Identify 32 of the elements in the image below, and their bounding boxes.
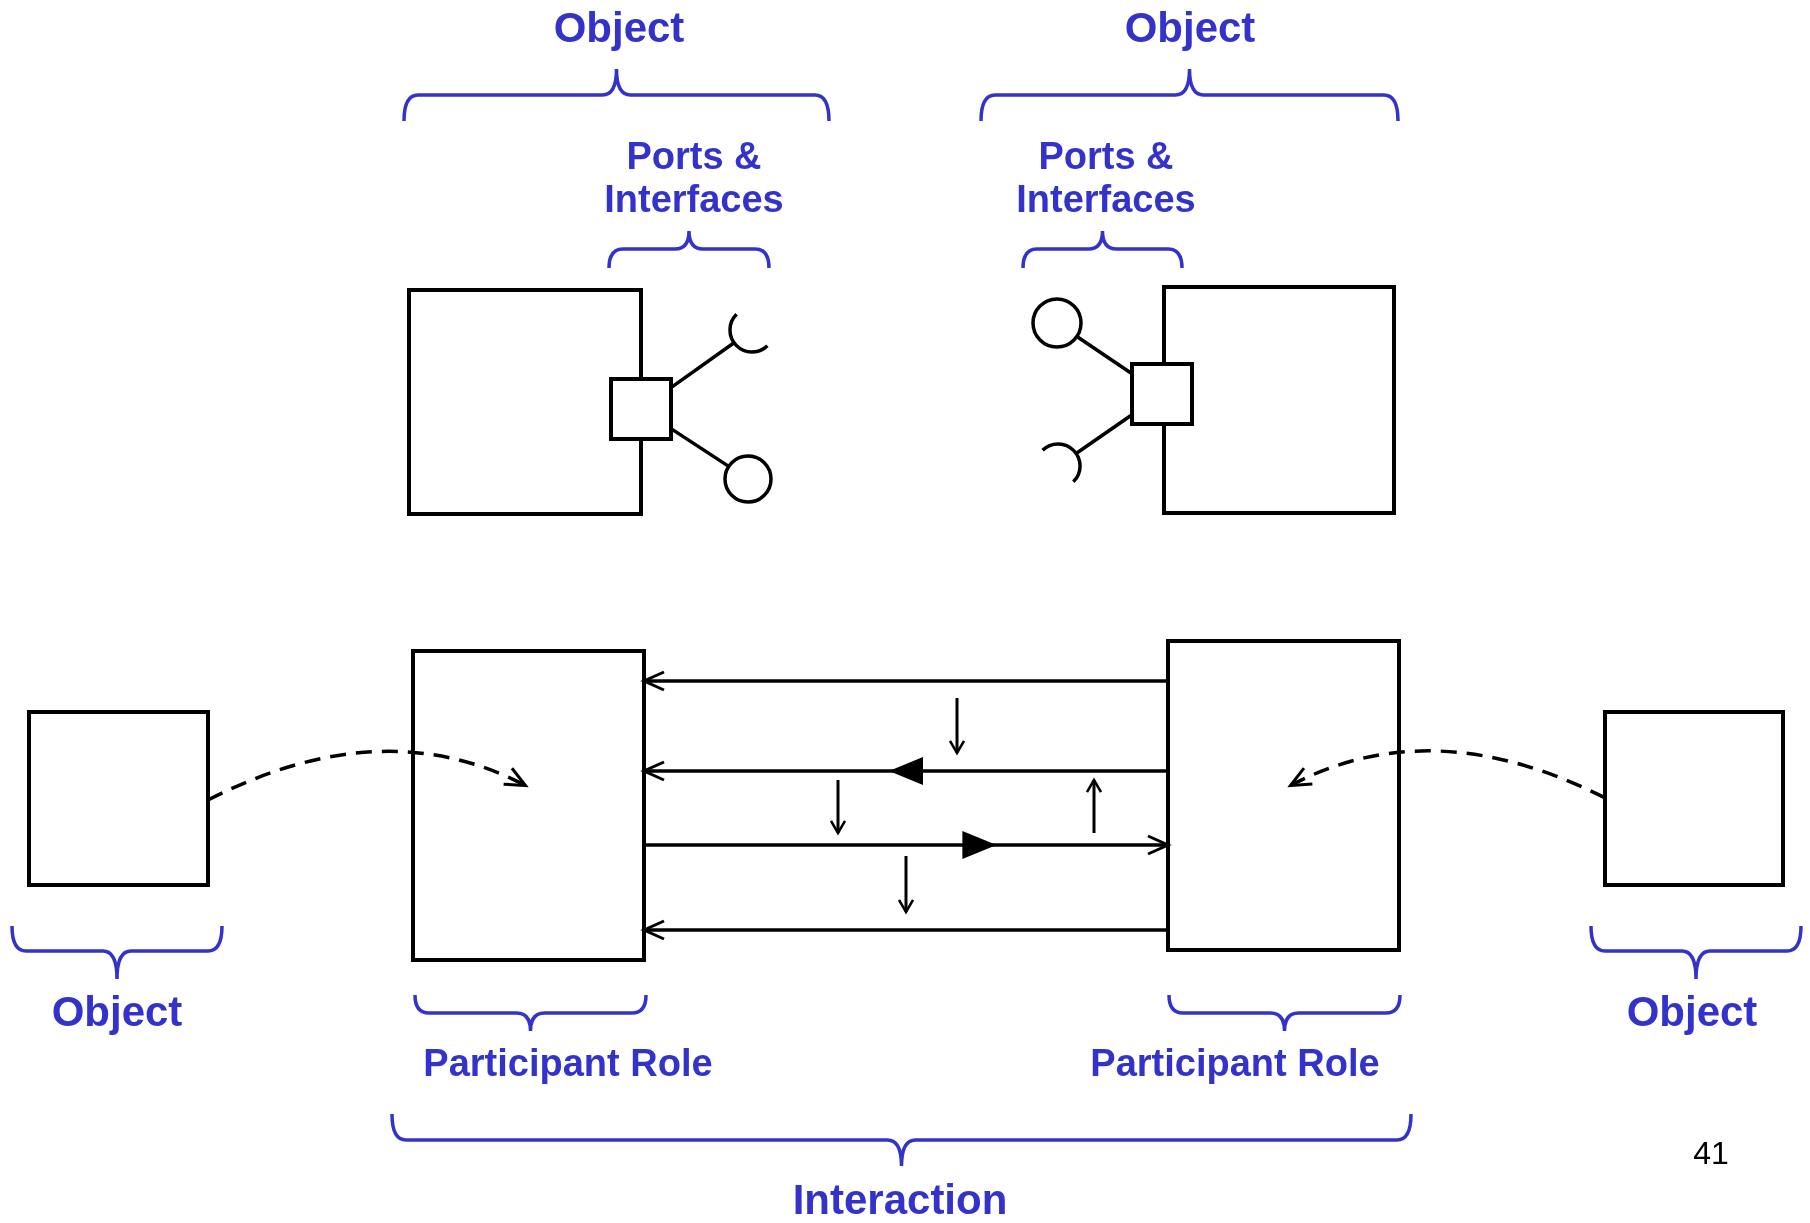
bracket-label: Interaction — [792, 1176, 1008, 1223]
component-box — [411, 649, 646, 962]
port-square — [1130, 362, 1194, 426]
component-box — [1162, 285, 1396, 515]
component-box — [407, 288, 643, 516]
arrow — [644, 831, 1172, 859]
bracket-label: Object — [1124, 4, 1256, 52]
arrow — [642, 919, 1168, 941]
bracket-label: Object — [553, 4, 685, 52]
arrow — [642, 670, 1168, 692]
interface-circle — [1031, 297, 1083, 349]
bracket-label: Participant Role — [1090, 1041, 1380, 1085]
arrow — [640, 757, 1168, 785]
interface-socket — [728, 313, 769, 354]
connector-line — [670, 427, 730, 468]
page-number: 41 — [1693, 1136, 1729, 1172]
bracket-label: Object — [1626, 988, 1758, 1036]
component-box — [1166, 639, 1401, 952]
connector-line — [670, 341, 736, 390]
arrow — [1289, 749, 1606, 800]
connector-line — [1075, 335, 1133, 376]
component-box — [1603, 710, 1785, 887]
bracket-label: Ports & Interfaces — [603, 135, 785, 221]
interface-circle — [723, 454, 773, 504]
connector-line — [1075, 413, 1133, 455]
bracket-label: Ports & Interfaces — [1015, 135, 1197, 221]
bracket-label: Object — [51, 988, 183, 1036]
bracket-label: Participant Role — [423, 1041, 713, 1085]
port-square — [609, 377, 673, 441]
arrow — [207, 749, 527, 802]
interface-socket — [1041, 442, 1082, 483]
component-box — [27, 710, 210, 887]
